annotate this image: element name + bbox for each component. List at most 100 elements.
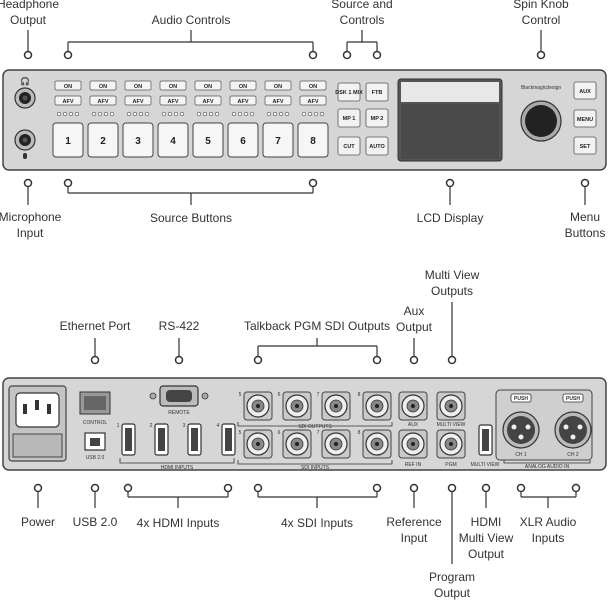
source-button-6[interactable] (227, 122, 259, 158)
source-button-7[interactable] (262, 122, 294, 158)
xlr-inputs: PUSH PUSH CH 1 CH 2 ANALOG AUDIO IN (495, 389, 593, 470)
spin-knob-label-2: Control (522, 13, 561, 27)
on-button-label: ON (204, 84, 212, 90)
usb-port-label: USB 2.0 (86, 455, 105, 461)
afv-button-8[interactable] (299, 95, 327, 106)
set-button[interactable] (573, 136, 597, 155)
sdi-output-7-pin (334, 404, 338, 408)
source-and-controls-label-2: Controls (340, 13, 385, 27)
level-led (301, 111, 307, 117)
multi-view-hdmi-label: MULTI VIEW (471, 462, 500, 468)
source-button-1[interactable] (52, 122, 84, 158)
dsk1-mix-label: DSK 1 MIX (335, 90, 363, 96)
auto-button[interactable] (365, 136, 389, 156)
microphone-icon (23, 153, 27, 159)
mp2-button[interactable] (365, 108, 389, 128)
on-button-5[interactable] (194, 80, 222, 91)
level-led (144, 111, 150, 117)
afv-button-5[interactable] (194, 95, 222, 106)
mp1-button[interactable] (337, 108, 361, 128)
ch1-label: CH 1 (515, 452, 527, 458)
power-label: Power (21, 515, 55, 529)
source-buttons-label: Source Buttons (150, 211, 232, 225)
source-button-3[interactable] (122, 122, 154, 158)
level-led (74, 111, 80, 117)
xlr-ch1 (502, 411, 540, 449)
source-button-2[interactable] (87, 122, 119, 158)
level-led (214, 111, 220, 117)
multi-view-outputs-label-1: Multi View (425, 268, 480, 282)
program-output-label-2: Output (434, 586, 471, 600)
spin-knob[interactable] (520, 100, 562, 142)
on-button-1[interactable] (54, 80, 82, 91)
hdmi-input-socket (191, 428, 198, 451)
level-led (68, 111, 74, 117)
on-button-4[interactable] (159, 80, 187, 91)
afv-button-1[interactable] (54, 95, 82, 106)
hdmi-input-number: 4 (217, 423, 220, 429)
sdi-outputs-label: SDI OUTPUTS (298, 424, 332, 430)
aux-button[interactable] (573, 81, 597, 100)
sdi-input-8-pin (375, 442, 379, 446)
afv-button-6[interactable] (229, 95, 257, 106)
menu-buttons-label-2: Buttons (565, 226, 606, 240)
level-led (97, 111, 103, 117)
push-label-1: PUSH (514, 396, 528, 402)
microphone-input-label-2: Input (17, 226, 44, 240)
hdmi-inputs-callout: 4x HDMI Inputs (137, 516, 220, 530)
menu-button-label: MENU (577, 117, 593, 123)
afv-button-3[interactable] (124, 95, 152, 106)
hdmi-input-number: 1 (117, 423, 120, 429)
xlr-audio-label-1: XLR Audio (520, 515, 577, 529)
afv-button-4[interactable] (159, 95, 187, 106)
level-led (196, 111, 202, 117)
on-button-6[interactable] (229, 80, 257, 91)
usb-port: USB 2.0 (84, 432, 106, 461)
source-button-number: 1 (65, 136, 71, 147)
hdmi-multiview-label-2: Multi View (459, 531, 514, 545)
reference-input-label-1: Reference (386, 515, 442, 529)
level-led (56, 111, 62, 117)
mp1-label: MP 1 (343, 116, 356, 122)
multi-view-outputs-label-2: Outputs (431, 284, 473, 298)
source-button-number: 8 (310, 136, 316, 147)
afv-button-label: AFV (238, 99, 249, 105)
source-button-5[interactable] (192, 122, 224, 158)
ftb-label: FTB (372, 90, 383, 96)
afv-button-2[interactable] (89, 95, 117, 106)
afv-button-label: AFV (203, 99, 214, 105)
talkback-pgm-label: Talkback PGM SDI Outputs (244, 319, 390, 333)
cut-button[interactable] (337, 136, 361, 156)
ref-in-bnc-pin (411, 442, 415, 446)
ch2-label: CH 2 (567, 452, 579, 458)
aux-port-label: AUX (408, 422, 419, 428)
on-button-3[interactable] (124, 80, 152, 91)
ftb-button[interactable] (365, 82, 389, 102)
menu-buttons: AUX MENU SET (573, 81, 597, 155)
sdi-input-number: 8 (358, 430, 361, 436)
on-button-label: ON (274, 84, 282, 90)
hdmi-input-socket (225, 428, 232, 451)
source-button-number: 5 (205, 136, 211, 147)
on-button-label: ON (134, 84, 142, 90)
program-output-label-1: Program (429, 570, 475, 584)
hdmi-input-socket (158, 428, 165, 451)
microphone-jack (14, 129, 36, 159)
source-button-8[interactable] (297, 122, 329, 158)
afv-button-7[interactable] (264, 95, 292, 106)
on-button-label: ON (99, 84, 107, 90)
dsk1-mix-button[interactable] (337, 82, 361, 102)
hdmi-input-number: 3 (183, 423, 186, 429)
on-button-8[interactable] (299, 80, 327, 91)
source-button-4[interactable] (157, 122, 189, 158)
spin-knob-label-1: Spin Knob (513, 0, 569, 11)
usb-label: USB 2.0 (73, 515, 118, 529)
on-button-2[interactable] (89, 80, 117, 91)
source-button-number: 7 (275, 136, 281, 147)
cut-label: CUT (343, 144, 355, 150)
menu-button[interactable] (573, 109, 597, 128)
rear-callouts-bottom: Power USB 2.0 4x HDMI Inputs 4x SDI Inpu… (21, 483, 581, 600)
on-button-7[interactable] (264, 80, 292, 91)
control-port-label: CONTROL (83, 420, 108, 426)
